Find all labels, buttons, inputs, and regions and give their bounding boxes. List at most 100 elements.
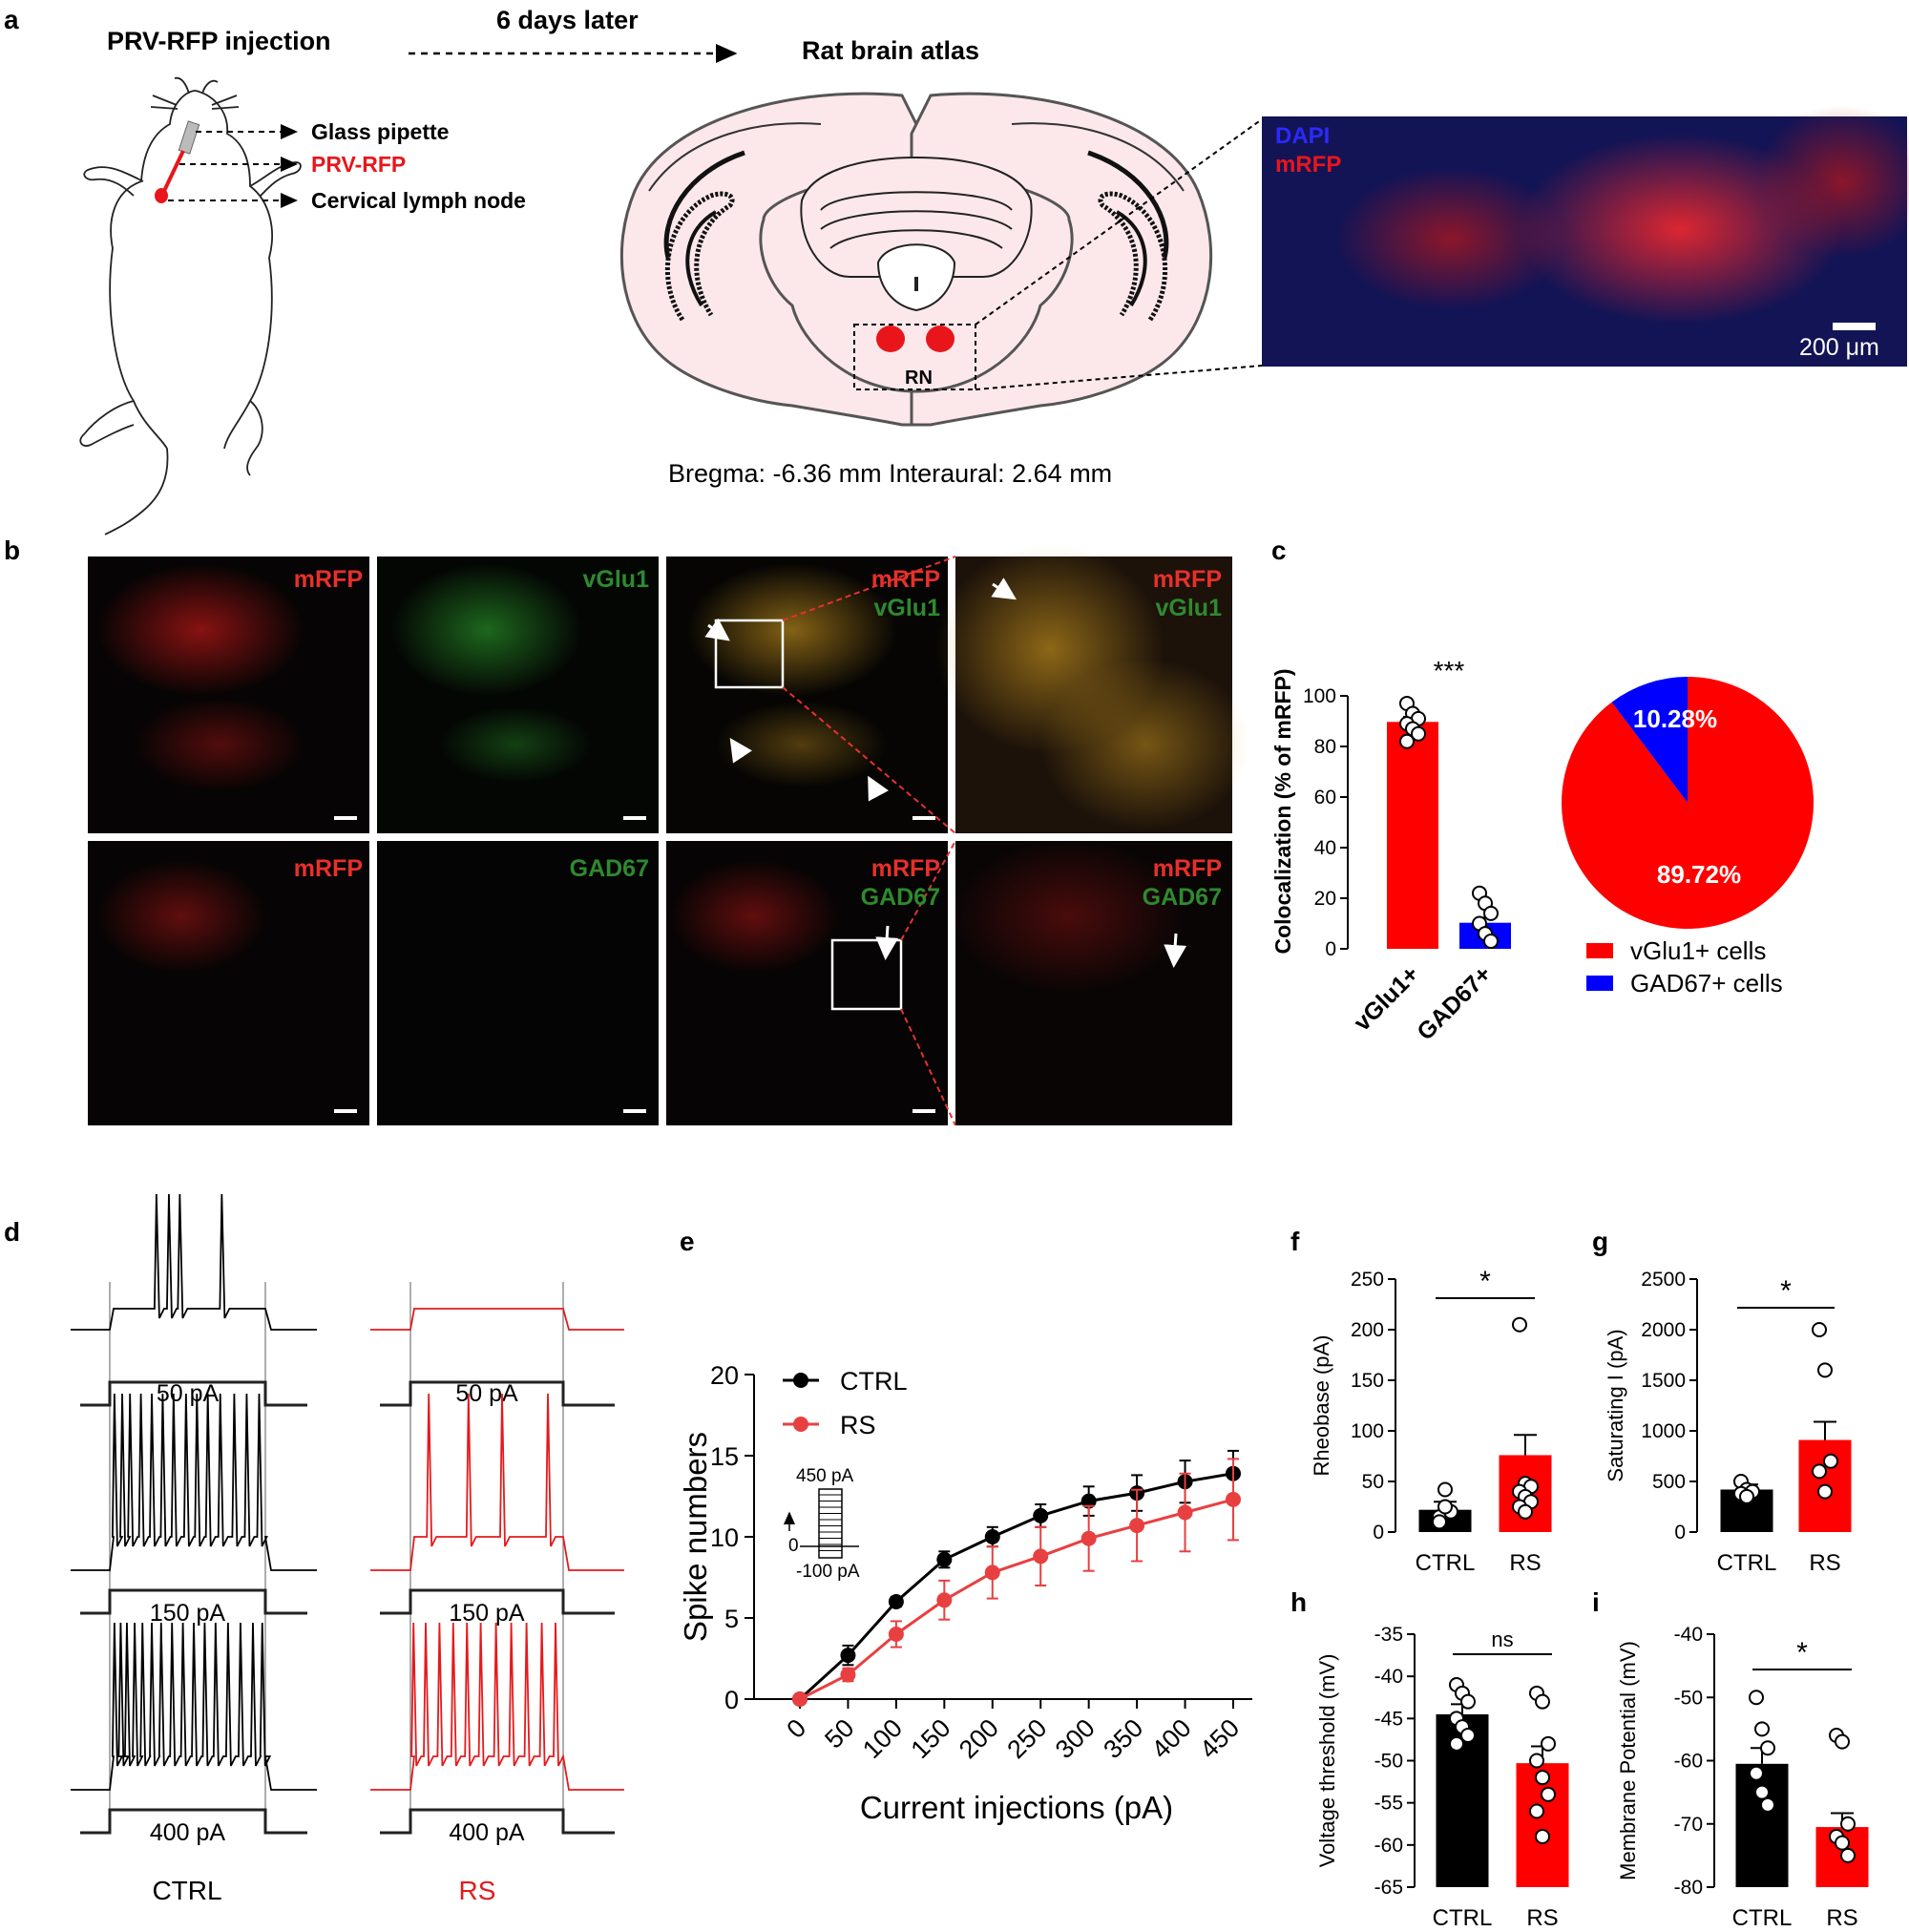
data-point [1739,1488,1754,1504]
ctrl-voltage-trace [71,1393,317,1571]
b2-merge-gad67: GAD67 [861,884,940,911]
panel-letter-h: h [1290,1587,1307,1617]
label-prv-rfp: PRV-RFP [311,152,406,177]
x-tick-label: RS [1826,1905,1857,1931]
data-point [888,1627,904,1642]
data-point [1760,1796,1775,1813]
injection-title: PRV-RFP injection [107,27,331,55]
data-point [1080,1530,1097,1546]
ctrl-voltage-trace [71,1622,317,1791]
dapi-label: DAPI [1275,123,1330,149]
rs-current-step [380,1588,615,1615]
data-point [1432,1514,1447,1530]
y-tick-label: 2000 [1641,1319,1686,1341]
sig-label: ns [1491,1628,1513,1651]
inset-label-bottom: -100 pA [796,1562,860,1582]
data-point [1460,1728,1476,1743]
rs-voltage-trace [370,1308,624,1331]
y-tick-label: -50 [1374,1751,1403,1773]
data-point [1080,1493,1097,1509]
y-axis-label: Rheobase (pA) [1310,1335,1333,1477]
x-tick-label: 350 [1098,1713,1148,1764]
atlas-title: Rat brain atlas [802,36,979,65]
data-point [1399,733,1415,749]
data-point [1840,1847,1856,1863]
y-tick-label: 40 [1314,837,1336,859]
y-tick-label: 1000 [1641,1420,1686,1442]
legend-marker [793,1417,808,1432]
panel-letter-e: e [680,1227,695,1256]
y-axis-label: Colocalization (% of mRFP) [1270,669,1295,955]
x-tick-label: GAD67+ [1412,960,1497,1045]
x-tick-label: CTRL [1416,1550,1476,1576]
x-tick-label: 200 [954,1713,1004,1764]
b1-merge-vglu1: vGlu1 [874,595,941,621]
brain-atlas-section: RN [619,92,1263,427]
rs-voltage-trace [370,1393,624,1571]
panel-letter-g: g [1592,1227,1608,1256]
y-tick-label: -45 [1374,1708,1403,1730]
legend-label-vglu1: vGlu1+ cells [1630,936,1766,965]
pie-label-vglu1: 89.72% [1657,860,1741,889]
data-point [1817,1483,1833,1500]
x-tick-label: 300 [1050,1713,1101,1764]
y-tick-label: -55 [1374,1793,1403,1815]
y-tick-label: 0 [1674,1522,1686,1544]
b2-label-mrfp: mRFP [294,855,363,882]
scale-bar-label: 200 μm [1799,334,1879,361]
y-tick-label: 1500 [1641,1370,1686,1392]
panel-letters: a b c d e f g h i [4,5,1608,1617]
b-row-2: mRFP GAD67 mRFP GAD67 mRFP GAD67 [88,840,1232,1126]
data-point [1812,1463,1827,1480]
legend-marker [793,1373,808,1388]
data-point [1749,1690,1764,1706]
x-tick-label: 450 [1194,1713,1245,1764]
group-label-rs: RS [459,1876,496,1905]
rat-illustration [79,76,302,536]
glass-pipette-icon [155,120,200,203]
data-point [1437,1481,1453,1498]
inset-label-zero: 0 [788,1536,799,1556]
inset-step-box [818,1488,843,1559]
data-point [1835,1835,1850,1851]
ctrl-current-step [80,1380,307,1407]
data-point [792,1691,808,1707]
panel-letter-c: c [1271,536,1287,565]
x-tick-label: RS [1526,1905,1558,1931]
rs-current-step [380,1380,615,1407]
data-point [984,1529,1000,1544]
y-tick-label: 2500 [1641,1269,1686,1291]
y-tick-label: 20 [1314,888,1336,910]
b2-merge-mrfp: mRFP [871,855,940,882]
series-line [798,1472,1234,1701]
x-tick-label: CTRL [1732,1905,1793,1931]
b1-label-vglu1: vGlu1 [583,566,650,593]
data-point [1535,1829,1550,1844]
ctrl-current-label: 400 pA [150,1819,226,1846]
panel-letter-i: i [1592,1587,1600,1617]
data-point [1226,1491,1241,1507]
y-tick-label: 100 [1303,685,1336,707]
zoom-box-2 [830,938,903,1011]
y-tick-label: -60 [1374,1835,1403,1857]
y-tick-label: 80 [1314,736,1336,758]
b2-zoom-gad67: GAD67 [1143,884,1222,911]
b1-merge-mrfp: mRFP [871,566,940,593]
y-tick-label: 0 [1325,938,1336,960]
y-tick-label: 100 [1351,1420,1384,1442]
label-cervical-lymph-node: Cervical lymph node [311,188,526,213]
y-tick-label: -40 [1374,1666,1403,1688]
data-point [1840,1816,1856,1832]
b-row-1: mRFP vGlu1 mRFP vGlu1 mRFP vGlu1 [88,544,1250,834]
legend-swatch-vglu1 [1586,943,1613,958]
y-axis-label: Voltage threshold (mV) [1315,1654,1339,1868]
data-point [1541,1735,1556,1752]
x-tick-label: CTRL [1433,1905,1493,1931]
pie-slice-gad67 [1611,677,1688,803]
data-point [1760,1740,1775,1756]
